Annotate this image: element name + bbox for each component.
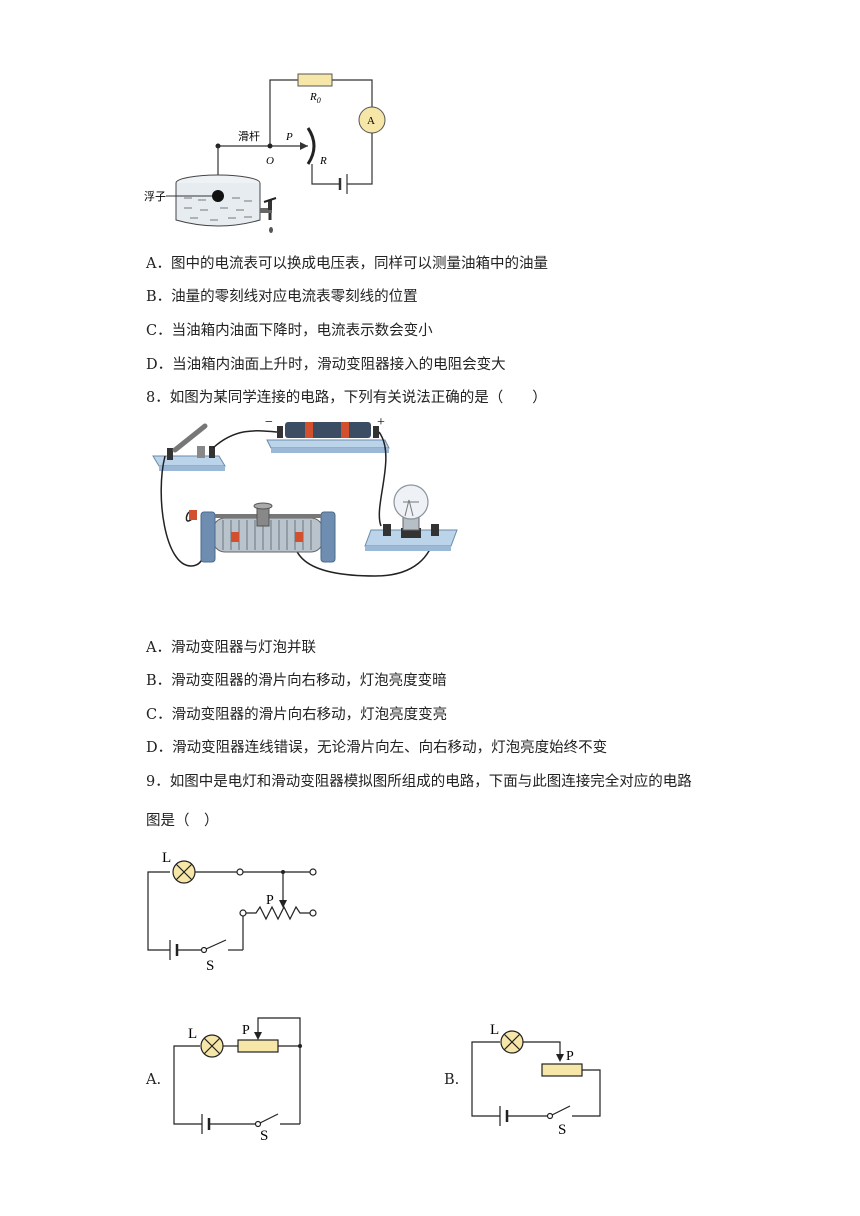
q8-option-b: B．滑动变阻器的滑片向右移动，灯泡亮度变暗 <box>146 673 447 689</box>
q8-circuit-figure: − + <box>152 416 458 577</box>
p-label: P <box>285 131 293 143</box>
float-label: 浮子 <box>144 190 166 203</box>
switch-label: S <box>206 958 214 974</box>
r-label: R <box>319 155 327 167</box>
r0-label: R0 <box>309 91 321 105</box>
plus-sign: + <box>377 416 385 430</box>
q7-option-c: C．当油箱内油面下降时，电流表示数会变小 <box>146 323 433 339</box>
float-ball <box>212 190 224 202</box>
switch <box>167 448 173 460</box>
option-a-lamp-label: L <box>188 1026 197 1042</box>
o-label: O <box>266 155 274 167</box>
option-a-switch-label: S <box>260 1128 268 1144</box>
switch-symbol <box>205 939 227 950</box>
slider-label: 滑杆 <box>238 129 260 143</box>
oil-gauge-figure: R0 A R 滑杆 P O 浮子 <box>144 73 386 233</box>
battery-pack <box>285 422 371 438</box>
minus-sign: − <box>265 416 273 430</box>
q8-option-d: D．滑动变阻器连线错误，无论滑片向左、向右移动，灯泡亮度始终不变 <box>146 740 608 756</box>
rheostat-symbol <box>246 905 310 921</box>
slider-p-label: P <box>266 893 274 908</box>
option-b-switch-label: S <box>558 1122 566 1138</box>
q8-option-c: C．滑动变阻器的滑片向右移动，灯泡亮度变亮 <box>146 707 448 723</box>
q9-option-b-label: B. <box>444 1072 460 1088</box>
ammeter-label: A <box>367 115 375 127</box>
lamp-label: L <box>162 850 171 866</box>
q9-stem-line2: 图是（ ） <box>146 813 219 829</box>
q9-stem-line1: 9．如图中是电灯和滑动变阻器模拟图所组成的电路，下面与此图连接完全对应的电路 <box>146 774 692 790</box>
option-a-p-label: P <box>242 1023 250 1038</box>
q8-option-a: A．滑动变阻器与灯泡并联 <box>146 640 316 656</box>
option-b-p-label: P <box>566 1049 574 1064</box>
q7-option-d: D．当油箱内油面上升时，滑动变阻器接入的电阻会变大 <box>146 357 506 373</box>
q7-option-b: B．油量的零刻线对应电流表零刻线的位置 <box>146 289 418 305</box>
q9-option-a-circuit: L P S <box>173 1017 302 1144</box>
q9-main-circuit: L P S <box>147 850 317 974</box>
option-b-lamp-label: L <box>490 1022 499 1038</box>
q7-option-a: A．图中的电流表可以换成电压表，同样可以测量油箱中的油量 <box>146 256 548 272</box>
q9-option-a-label: A. <box>146 1072 162 1088</box>
arc-resistor <box>306 127 316 165</box>
r0-resistor <box>297 73 333 87</box>
q8-stem: 8．如图为某同学连接的电路，下列有关说法正确的是（ ） <box>146 390 547 406</box>
q9-option-b-circuit: L P S <box>471 1022 601 1138</box>
